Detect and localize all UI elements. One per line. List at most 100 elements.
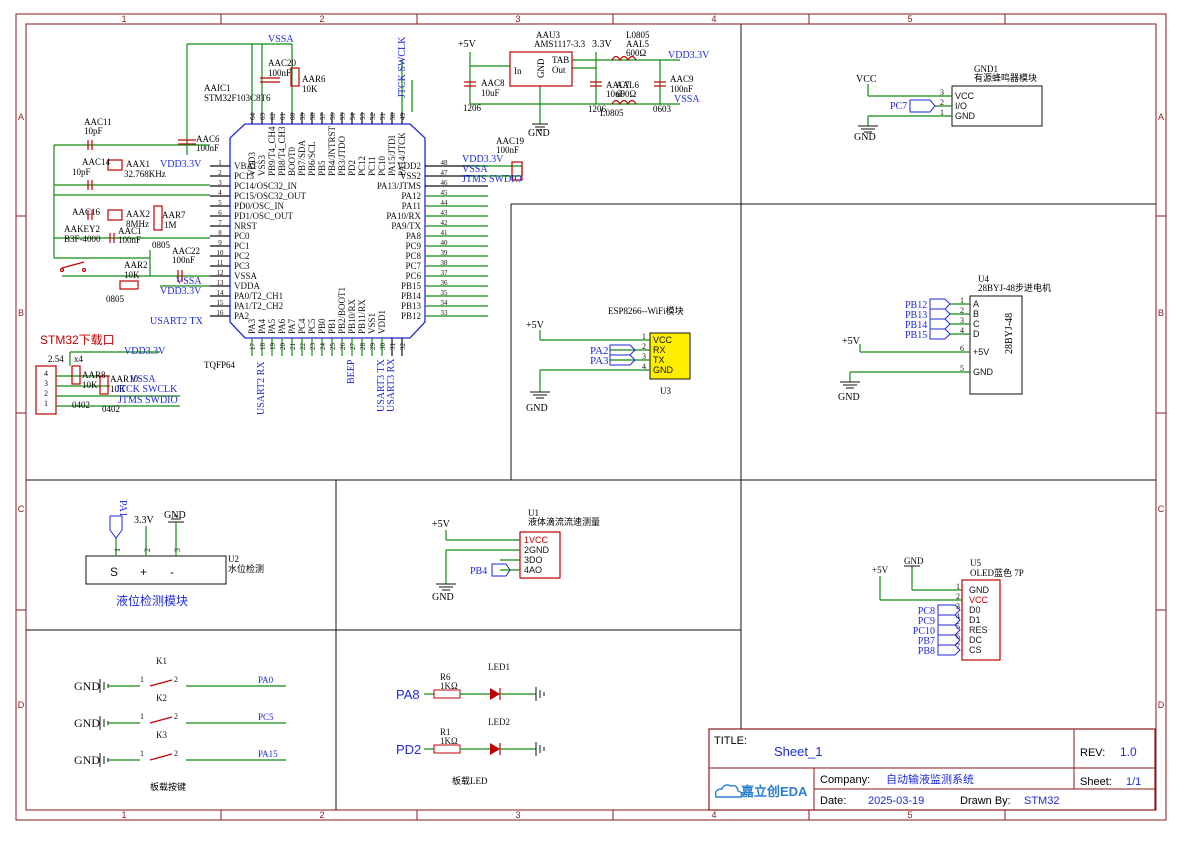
ground-icon: [535, 742, 545, 756]
wifi-title: ESP8266--WiFi模块: [608, 305, 684, 316]
download-vssa: VSSA: [130, 374, 156, 385]
pin-number: 51: [379, 113, 387, 121]
pin-number: 4: [642, 362, 646, 371]
aar2-ref: AAR2: [124, 260, 148, 270]
pin-number: 4: [218, 189, 222, 197]
column-label: 2: [319, 810, 324, 820]
aac8-value: 10uF: [481, 88, 500, 98]
pin-name: PA7: [287, 318, 297, 334]
download-aar10: AAR10: [110, 374, 139, 384]
row-label: B: [18, 308, 24, 318]
level-net-33v: 3.3V: [134, 515, 155, 526]
oled-module[interactable]: [879, 565, 1001, 661]
net-port: [929, 298, 951, 310]
row-label: A: [1158, 112, 1164, 122]
ldo-circuit[interactable]: [464, 51, 680, 131]
net-label: PB15: [905, 330, 927, 341]
pin-name: PD0/OSC_IN: [234, 201, 285, 211]
ldo-pin-gnd: GND: [536, 58, 546, 78]
key-gnd-label: GND: [74, 753, 100, 767]
aakey2-value: B3F-4000: [64, 234, 101, 244]
led-diode-icon: [490, 743, 500, 755]
stepper-motor[interactable]: [840, 295, 1023, 395]
aac1-value: 100nF: [118, 235, 141, 245]
pin-number: 59: [299, 113, 307, 121]
aal6-ref: AAL6: [616, 80, 639, 90]
aal5-value: 600Ω: [626, 48, 647, 58]
aac22-value: 100nF: [172, 255, 195, 265]
key-ref: K2: [156, 693, 167, 703]
pin-number: 7: [956, 642, 960, 651]
pin-name: PC12: [357, 156, 367, 176]
pin-name: I/O: [955, 101, 967, 111]
led-resistor-ref: R1: [440, 727, 451, 737]
pin-number: 14: [217, 289, 225, 297]
date-value: 2025-03-19: [868, 795, 924, 807]
sheet-label: Sheet:: [1080, 776, 1112, 788]
wifi-module[interactable]: [530, 330, 691, 399]
ldo-pin-in: In: [514, 66, 522, 76]
pin-number: 21: [289, 343, 297, 351]
pin-number: 29: [369, 343, 377, 351]
net-label: PA3: [590, 355, 609, 367]
level-net-gnd: GND: [164, 510, 186, 521]
aax1-value: 32.768KHz: [124, 169, 166, 179]
aac11-value: 10pF: [84, 126, 103, 136]
ldo-vdd-net: VDD3.3V: [668, 50, 710, 61]
aar2-value: 10K: [124, 270, 140, 280]
pin-number: 3: [642, 352, 646, 361]
pin-name: VSS3: [257, 154, 267, 176]
pin-number: 43: [441, 209, 449, 217]
aar7-value: 1M: [164, 220, 177, 230]
pin-name: PA15/JTDI: [387, 135, 397, 176]
key-gnd-label: GND: [74, 679, 100, 693]
level-sensor[interactable]: [85, 515, 227, 585]
ldo-vssa-net: VSSA: [674, 94, 700, 105]
mcu-left-passives: [53, 140, 210, 290]
led-ref: LED2: [488, 717, 510, 727]
led-ref: LED1: [488, 662, 510, 672]
ldo-l0805-a: L0805: [626, 30, 650, 40]
pin-name: VDDA: [234, 281, 260, 291]
pin-name: PB14: [401, 291, 422, 301]
buzzer-module[interactable]: [858, 84, 1043, 133]
aac20-ref: AAC20: [268, 58, 297, 68]
pin-number: 2: [174, 749, 178, 758]
ldo-part: AMS1117-3.3: [534, 39, 586, 49]
wifi-ref: U3: [660, 386, 671, 396]
pin-number: 35: [441, 289, 449, 297]
pin-name: VSS1: [367, 313, 377, 334]
ldo-pin-tab: TAB: [552, 55, 569, 65]
motor-gnd-net: GND: [838, 392, 860, 403]
pin-number: 8: [218, 229, 222, 237]
pin-number: 3: [940, 88, 944, 97]
flow-sensor[interactable]: [436, 530, 561, 591]
pkg-0805-b: 0805: [106, 294, 125, 304]
level-ref: U2: [228, 554, 239, 564]
aac7-ref: AAC7: [606, 80, 630, 90]
ldo-pkg-1206-a: 1206: [463, 103, 482, 113]
net-port: [929, 318, 951, 330]
pin-name: 1VCC: [524, 535, 549, 545]
ldo-ref: AAU3: [536, 30, 560, 40]
download-connector[interactable]: [35, 351, 180, 415]
pin-number: 25: [329, 343, 337, 351]
net-usart3-tx: USART3 TX: [376, 358, 387, 412]
pin-name: PA3: [247, 318, 257, 334]
aax2-ref: AAX2: [126, 209, 150, 219]
pin-name: TX: [653, 355, 665, 365]
pin-number: 7: [218, 219, 222, 227]
pin-name: PB15: [401, 281, 422, 291]
net-vdd33-left: VDD3.3V: [160, 159, 202, 170]
pin-name: PB8/T4_CH3: [277, 126, 287, 176]
mcu-symbol[interactable]: [229, 123, 426, 339]
pin-name: 3DO: [524, 555, 543, 565]
leds-title: 板载LED: [452, 775, 488, 786]
download-aar8: AAR8: [82, 370, 106, 380]
pin-name: D: [973, 329, 980, 339]
